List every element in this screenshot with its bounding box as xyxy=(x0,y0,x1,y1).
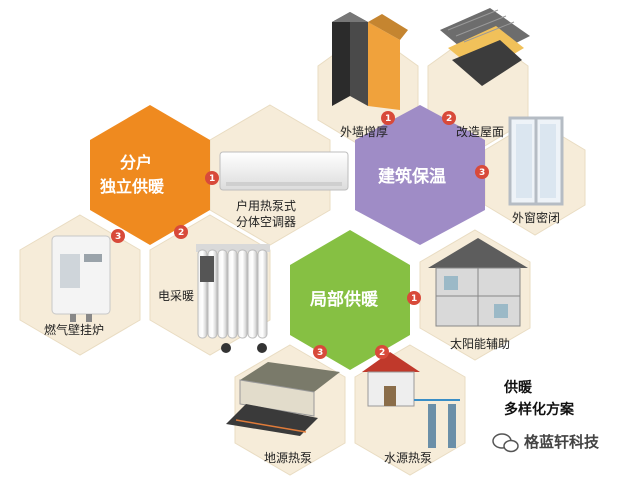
svg-text:3: 3 xyxy=(115,232,121,242)
svg-text:2: 2 xyxy=(178,228,184,238)
label-electric: 电采暖 xyxy=(158,289,194,303)
badge-ac: 1 xyxy=(205,171,219,185)
label-outer-wall: 外墙增厚 xyxy=(340,125,388,139)
badge-wall: 1 xyxy=(381,111,395,125)
badge-solar: 1 xyxy=(407,291,421,305)
watermark-text: 格蓝轩科技 xyxy=(524,433,600,451)
air-conditioner-icon xyxy=(219,151,349,191)
badge-electric: 2 xyxy=(174,225,188,239)
label-window: 外窗密闭 xyxy=(512,210,560,225)
svg-text:1: 1 xyxy=(411,294,417,304)
label-roof: 改造屋面 xyxy=(456,125,504,139)
label-solar: 太阳能辅助 xyxy=(450,336,510,351)
badge-water: 2 xyxy=(375,345,389,359)
label-ac-line1: 户用热泵式 xyxy=(236,198,296,213)
gas-boiler-icon xyxy=(51,235,111,322)
label-water: 水源热泵 xyxy=(384,451,432,465)
solar-house-icon xyxy=(428,238,528,327)
badge-roof: 2 xyxy=(442,111,456,125)
badge-ground: 3 xyxy=(313,345,327,359)
window-icon xyxy=(508,116,564,206)
svg-text:3: 3 xyxy=(479,168,485,178)
label-ac-line2: 分体空调器 xyxy=(236,215,296,229)
hub-local xyxy=(290,230,410,370)
water-source-house-icon xyxy=(362,352,460,448)
hub-household-line1: 分户 xyxy=(120,153,152,172)
badge-boiler: 3 xyxy=(111,229,125,243)
badge-window: 3 xyxy=(475,165,489,179)
hub-building xyxy=(355,105,485,245)
summary-line1: 供暖 xyxy=(503,379,533,396)
ground-source-building-icon xyxy=(226,362,340,436)
wechat-icon xyxy=(492,433,519,453)
roof-section-icon xyxy=(440,8,530,86)
svg-text:1: 1 xyxy=(209,174,215,184)
svg-text:2: 2 xyxy=(446,114,452,124)
hub-local-label: 局部供暖 xyxy=(310,289,379,310)
label-boiler: 燃气壁挂炉 xyxy=(44,322,104,337)
oil-radiator-icon xyxy=(196,244,270,353)
wall-section-icon xyxy=(332,12,408,110)
svg-text:2: 2 xyxy=(379,348,385,358)
hub-household xyxy=(90,105,210,245)
svg-text:3: 3 xyxy=(317,348,323,358)
hub-household-line2: 独立供暖 xyxy=(100,177,165,196)
label-ground: 地源热泵 xyxy=(264,451,312,465)
hub-building-label: 建筑保温 xyxy=(378,166,446,187)
summary-line2: 多样化方案 xyxy=(504,401,575,418)
svg-text:1: 1 xyxy=(385,114,391,124)
